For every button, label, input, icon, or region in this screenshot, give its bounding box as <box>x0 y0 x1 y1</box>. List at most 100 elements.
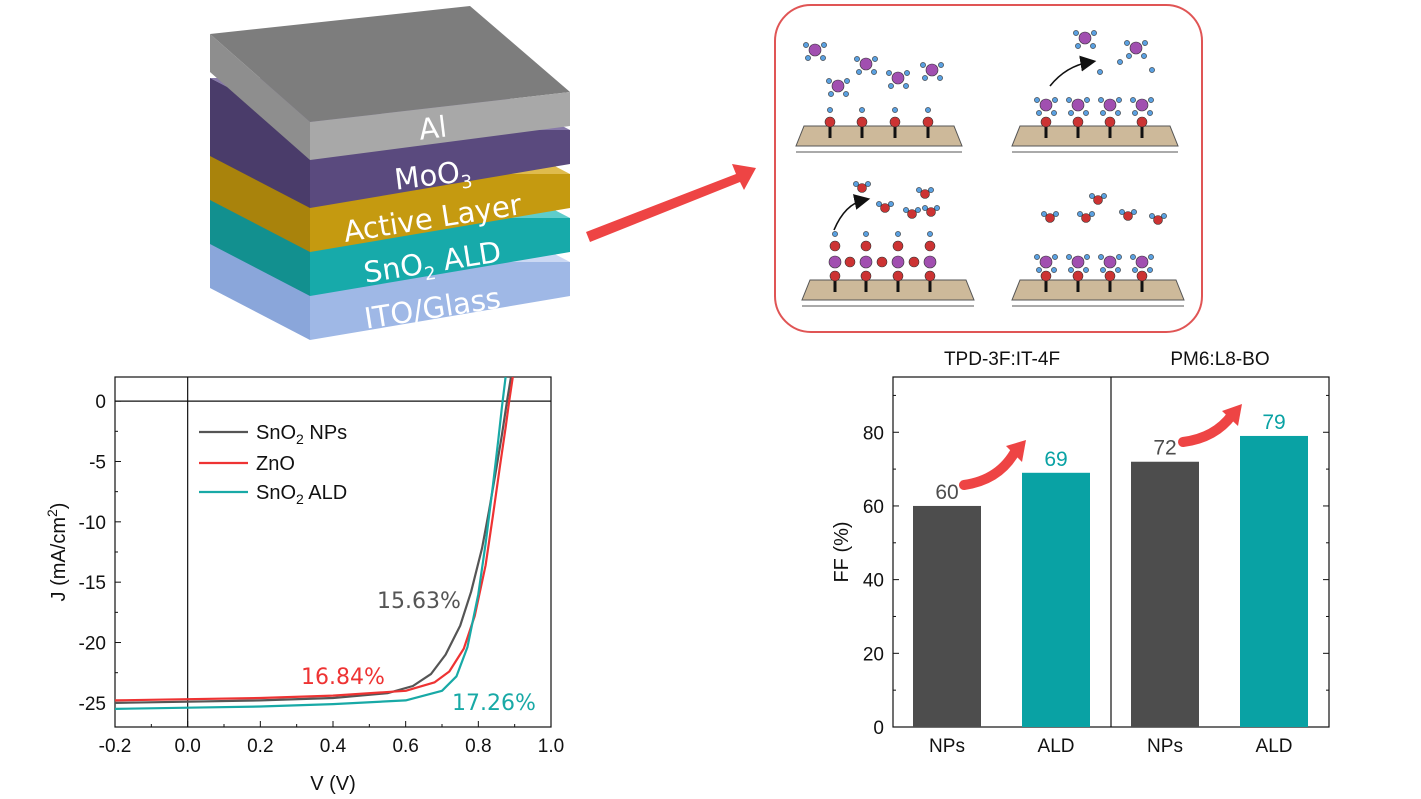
atom <box>1068 110 1074 116</box>
atom <box>820 55 826 61</box>
atom <box>1129 41 1143 55</box>
atom <box>1052 97 1058 103</box>
reaction-arrow <box>1049 55 1097 87</box>
atom <box>1040 116 1052 128</box>
ald-schematic-content <box>795 30 1185 307</box>
atom <box>859 57 873 71</box>
atom <box>892 107 898 113</box>
atom <box>1161 213 1167 219</box>
atom <box>863 231 869 237</box>
atom <box>1039 98 1053 112</box>
increase-arrow-pm6 <box>1178 410 1237 447</box>
atom <box>1103 255 1117 269</box>
atom <box>872 56 878 62</box>
atom <box>1116 97 1122 103</box>
ff-x-category-label: ALD <box>1038 736 1075 757</box>
atom <box>1117 59 1123 65</box>
atom <box>1081 213 1091 223</box>
atom <box>895 231 901 237</box>
atom <box>827 107 833 113</box>
legend-label-sno2-nps: SnO2 NPs <box>256 422 347 447</box>
atom <box>808 43 822 57</box>
atom <box>1034 97 1040 103</box>
ff-y-tick-label: 60 <box>863 497 884 518</box>
atom <box>1132 110 1138 116</box>
atom <box>860 240 872 252</box>
substrate <box>795 125 963 147</box>
atom <box>829 240 841 252</box>
jv-y-tick-label: -20 <box>79 634 106 655</box>
atom <box>1148 97 1154 103</box>
label-moo3: MoO3 <box>392 154 473 202</box>
ff-y-tick-label: 80 <box>863 423 884 444</box>
atom <box>922 205 928 211</box>
atom <box>1149 67 1155 73</box>
jv-y-axis-label: J (mA/cm2) <box>44 503 70 602</box>
atom <box>1141 53 1147 59</box>
ff-x-category-label: NPs <box>929 736 965 757</box>
atom <box>1045 213 1055 223</box>
atom <box>859 255 873 269</box>
atom <box>925 63 939 77</box>
atom <box>1100 110 1106 116</box>
atom <box>1072 270 1084 282</box>
atom <box>886 70 892 76</box>
atom <box>924 270 936 282</box>
ff-bar-2-nps <box>1131 461 1199 727</box>
atom <box>1100 267 1106 273</box>
jv-y-tick-label: -5 <box>89 452 106 473</box>
atom <box>1126 53 1132 59</box>
atom <box>1052 254 1058 260</box>
atom <box>829 270 841 282</box>
atom <box>1124 40 1130 46</box>
ff-bar-value-label: 79 <box>1262 411 1285 434</box>
substrate <box>1011 125 1179 147</box>
atom <box>853 181 859 187</box>
atom <box>828 91 834 97</box>
atom <box>1132 267 1138 273</box>
atom <box>1098 254 1104 260</box>
atom <box>908 256 920 268</box>
atom <box>904 70 910 76</box>
atom <box>1051 267 1057 273</box>
atom <box>1041 211 1047 217</box>
jv-x-axis-label: V (V) <box>310 773 356 795</box>
jv-curve-sno2-ald <box>114 376 507 710</box>
atom <box>1089 193 1095 199</box>
atom <box>1130 254 1136 260</box>
atom <box>916 187 922 193</box>
atom <box>1068 267 1074 273</box>
atom <box>1039 255 1053 269</box>
atom <box>843 91 849 97</box>
atom <box>920 189 930 199</box>
atom <box>828 255 842 269</box>
atom <box>880 203 890 213</box>
group-title-pm6: PM6:L8-BO <box>1170 349 1269 370</box>
atom <box>1071 98 1085 112</box>
atom <box>1053 211 1059 217</box>
atom <box>922 116 934 128</box>
atom <box>1072 116 1084 128</box>
atom <box>821 42 827 48</box>
jv-x-tick-label: 0.2 <box>247 736 273 757</box>
atom <box>923 255 937 269</box>
atom <box>1119 209 1125 215</box>
jv-x-tick-label: 1.0 <box>538 736 564 757</box>
atom <box>1034 254 1040 260</box>
atom <box>928 187 934 193</box>
atom <box>805 55 811 61</box>
legend-label-zno: ZnO <box>256 453 295 475</box>
atom <box>1148 254 1154 260</box>
atom <box>1097 69 1103 75</box>
jv-x-tick-label: 0.8 <box>465 736 491 757</box>
ald-schematic-panel <box>774 4 1203 333</box>
atom <box>927 231 933 237</box>
atom <box>1078 31 1092 45</box>
ff-x-category-label: ALD <box>1256 736 1293 757</box>
atom <box>1090 43 1096 49</box>
atom <box>1073 30 1079 36</box>
atom <box>859 107 865 113</box>
